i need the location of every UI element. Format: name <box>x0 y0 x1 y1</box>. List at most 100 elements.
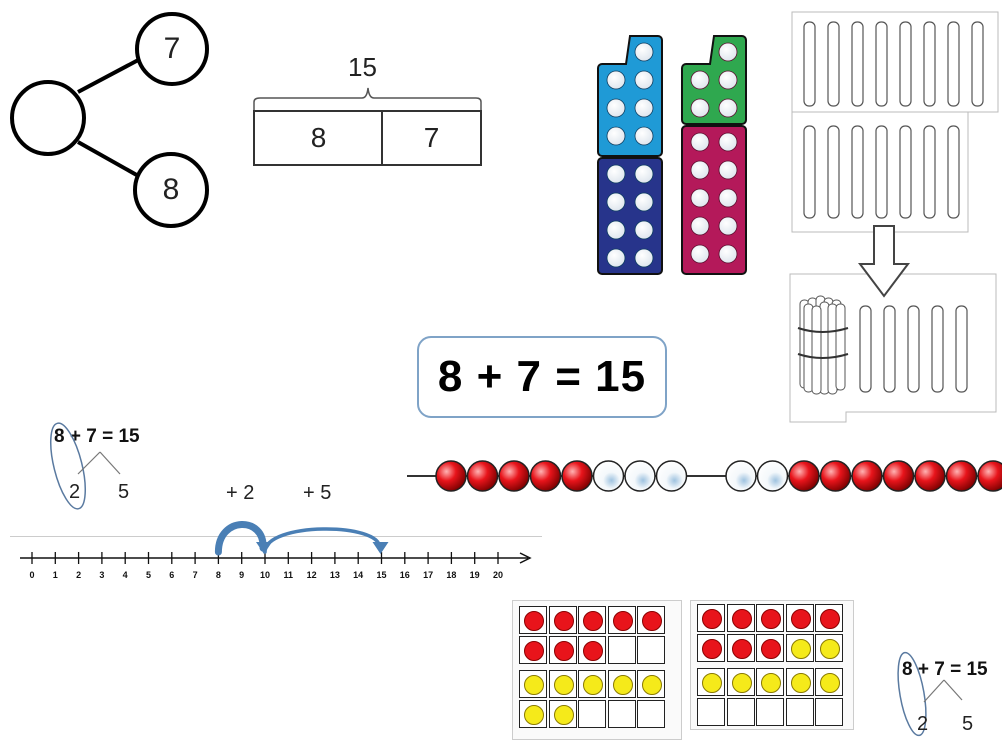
ten-frame-cell <box>785 604 814 632</box>
ten-frame-cell <box>756 668 784 696</box>
yellow-counter <box>553 704 574 725</box>
number-line-tick-label: 15 <box>376 570 387 580</box>
red-bead <box>914 460 946 492</box>
ten-frame-cell <box>519 670 547 698</box>
number-line-tick-label: 9 <box>239 570 245 580</box>
ten-frame-cell <box>519 699 547 728</box>
yellow-counter <box>761 673 781 693</box>
yellow-counter <box>524 675 544 695</box>
yellow-counter <box>820 673 840 693</box>
red-bead <box>788 460 820 492</box>
part-whole-part-bottom: 8 <box>133 152 209 228</box>
ten-frame-cell <box>637 699 665 728</box>
number-line-tick-label: 5 <box>145 570 151 580</box>
number-line-jump-arc <box>214 521 267 556</box>
ten-frame-cell <box>548 670 577 698</box>
bridging-split-a-right: 2 <box>917 713 929 735</box>
number-line <box>20 521 532 564</box>
ten-frame-cell <box>519 635 547 664</box>
red-counter <box>583 611 603 631</box>
red-bead <box>819 460 852 492</box>
jump-label-plus-five: + 5 <box>303 482 332 504</box>
yellow-counter <box>731 673 752 693</box>
yellow-counter <box>524 704 544 725</box>
bead-string <box>407 460 1002 492</box>
white-bead <box>756 460 789 492</box>
ten-frame-cell <box>815 633 843 662</box>
red-bead <box>498 460 530 492</box>
number-line-tick-label: 16 <box>399 570 410 580</box>
numicon-seven-piece <box>597 35 663 157</box>
number-line-tick-label: 6 <box>169 570 175 580</box>
bridging-equation-right: 8 + 7 = 15 <box>902 659 988 680</box>
red-counter <box>553 640 574 661</box>
red-bead <box>851 460 883 492</box>
white-bead <box>592 460 625 492</box>
ten-frame-cell <box>519 606 547 634</box>
numicon-shapes <box>597 35 747 275</box>
ten-frame-cell <box>785 668 814 696</box>
yellow-counter <box>790 638 811 659</box>
straws-diagram <box>789 11 999 423</box>
bridging-split-b-right: 5 <box>962 713 974 735</box>
main-equation: 8 + 7 = 15 <box>417 336 667 418</box>
number-line-tick-label: 13 <box>329 570 340 580</box>
jump-label-plus-two: + 2 <box>226 482 255 504</box>
bridging-split-a-left: 2 <box>69 481 81 503</box>
part-whole-whole-circle <box>10 80 86 156</box>
ten-frame-cell <box>726 668 755 696</box>
ten-frame-cell <box>548 606 577 634</box>
ten-frame-cell <box>697 697 725 726</box>
ten-frame-cell <box>697 633 725 662</box>
bar-model-total: 15 <box>348 52 377 82</box>
red-bead <box>529 460 562 492</box>
red-counter <box>761 638 781 659</box>
ten-frame-cell <box>578 699 606 728</box>
red-counter <box>702 638 722 659</box>
bridging-marks-right <box>897 651 963 737</box>
number-line-tick-label: 11 <box>283 570 294 580</box>
number-line-tick-label: 1 <box>52 570 58 580</box>
yellow-counter <box>790 673 811 693</box>
number-line-tick-label: 17 <box>423 570 434 580</box>
number-line-tick-label: 18 <box>446 570 457 580</box>
red-counter <box>524 640 544 661</box>
ten-frame-cell <box>756 633 784 662</box>
bar-model-brace <box>253 87 482 110</box>
red-counter <box>524 611 544 631</box>
ten-frame-cell <box>785 697 814 726</box>
number-line-tick-label: 12 <box>306 570 317 580</box>
white-bead <box>624 460 656 492</box>
red-counter <box>612 611 633 631</box>
number-line-tick-label: 19 <box>469 570 480 580</box>
white-bead <box>725 460 757 492</box>
ten-frame-cell <box>607 635 636 664</box>
ten-frame-cell <box>815 604 843 632</box>
number-line-tick-label: 8 <box>215 570 221 580</box>
ten-frame-cell <box>548 699 577 728</box>
number-line-tick-label: 7 <box>192 570 198 580</box>
ten-frame-cell <box>607 606 636 634</box>
number-line-tick-label: 14 <box>353 570 364 580</box>
red-counter <box>731 638 752 659</box>
yellow-counter <box>820 638 840 659</box>
ten-frame-cell <box>726 604 755 632</box>
ten-frame-cell <box>548 635 577 664</box>
number-line-tick-label: 20 <box>492 570 503 580</box>
red-counter <box>761 609 781 629</box>
bar-model-right-part: 7 <box>381 110 482 166</box>
red-counter <box>583 640 603 661</box>
red-bead <box>466 460 499 492</box>
part-whole-part-top: 7 <box>135 12 209 86</box>
ten-frame-cell <box>697 668 725 696</box>
red-counter <box>702 609 722 629</box>
number-line-tick-label: 10 <box>259 570 270 580</box>
bar-model-left-part: 8 <box>253 110 384 166</box>
red-counter <box>820 609 840 629</box>
yellow-counter <box>702 673 722 693</box>
red-bead <box>882 460 915 492</box>
number-line-tick-label: 4 <box>122 570 128 580</box>
ten-frame-cell <box>637 606 665 634</box>
number-line-tick-label: 2 <box>76 570 82 580</box>
ten-frame-cell <box>607 670 636 698</box>
